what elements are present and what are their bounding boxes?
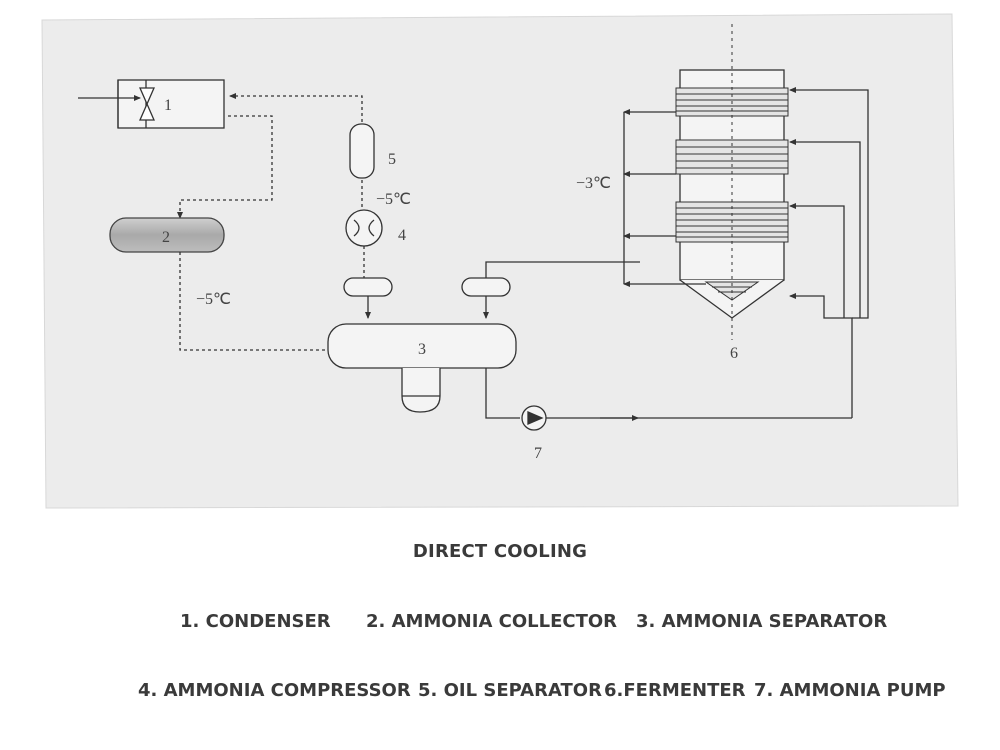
left-chamber bbox=[343, 277, 393, 297]
oil-separator bbox=[349, 123, 375, 179]
legend-item-3: 3. AMMONIA SEPARATOR bbox=[636, 611, 888, 632]
label-condenser: 1 bbox=[164, 97, 172, 114]
ammonia-separator bbox=[327, 323, 517, 413]
right-chamber bbox=[461, 277, 511, 297]
label-collector: 2 bbox=[162, 229, 170, 246]
legend-item-4: 4. AMMONIA COMPRESSOR bbox=[138, 680, 411, 701]
ammonia-pump bbox=[521, 405, 547, 431]
legend-item-2: 2. AMMONIA COLLECTOR bbox=[366, 611, 618, 632]
condenser bbox=[78, 79, 225, 129]
cooling-diagram: 1 2 3 4 5 6 7 −5℃ −5℃ −3℃ bbox=[41, 13, 959, 509]
temp-collector-line: −5℃ bbox=[196, 291, 231, 308]
label-fermenter: 6 bbox=[730, 345, 738, 362]
legend-item-5: 5. OIL SEPARATOR bbox=[418, 680, 602, 701]
legend-item-7: 7. AMMONIA PUMP bbox=[754, 680, 946, 701]
label-pump: 7 bbox=[534, 445, 542, 462]
temp-compressor-line: −5℃ bbox=[376, 191, 411, 208]
caption-title: DIRECT COOLING bbox=[412, 541, 588, 562]
legend-item-1: 1. CONDENSER bbox=[180, 611, 331, 632]
ammonia-collector bbox=[109, 217, 225, 253]
label-oil-separator: 5 bbox=[388, 151, 396, 168]
label-compressor: 4 bbox=[398, 227, 406, 244]
fermenter bbox=[675, 24, 789, 340]
ammonia-compressor bbox=[345, 209, 383, 247]
legend-item-6: 6.FERMENTER bbox=[604, 680, 746, 701]
label-separator: 3 bbox=[418, 341, 426, 358]
temp-fermenter: −3℃ bbox=[576, 175, 611, 192]
